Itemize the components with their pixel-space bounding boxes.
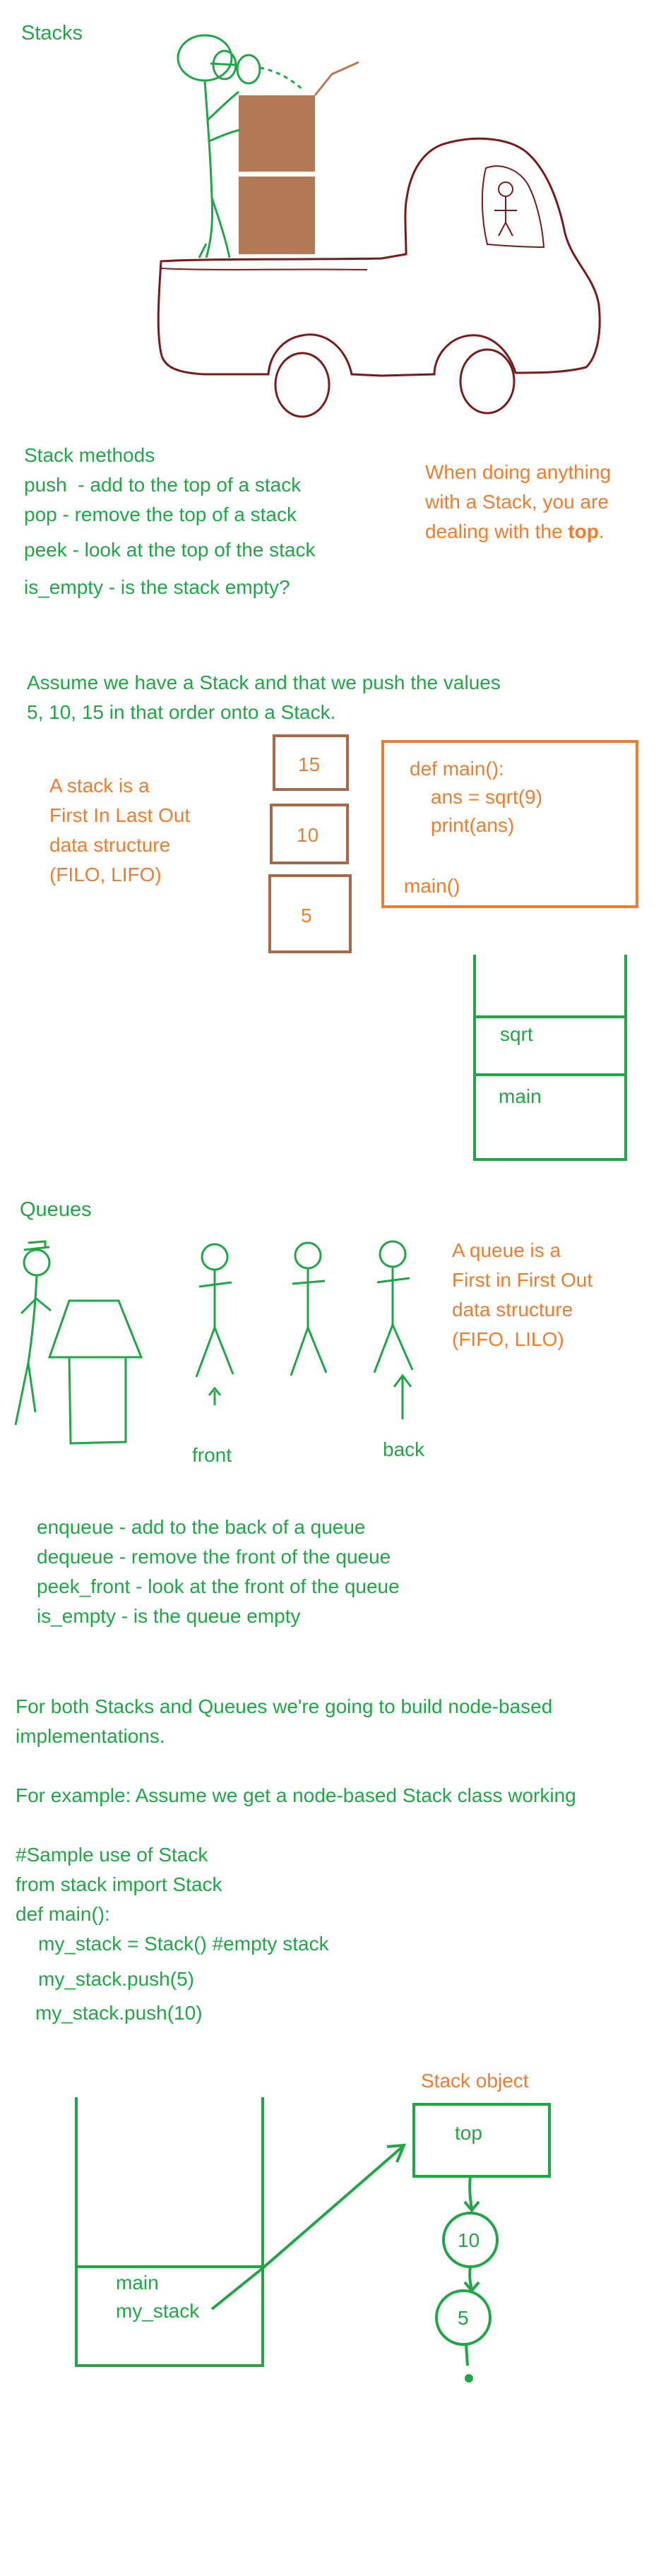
null-dot xyxy=(465,2374,473,2383)
queue-note-line4: (FIFO, LILO) xyxy=(452,1328,564,1350)
frame-my-stack-label: my_stack xyxy=(116,2300,200,2322)
front-label: front xyxy=(192,1444,232,1466)
queue-person-back xyxy=(373,1240,414,1373)
code-ans: ans = sqrt(9) xyxy=(431,786,542,808)
method-peek-front: peek_front - look at the front of the qu… xyxy=(37,1575,400,1597)
stack-object-box xyxy=(412,2103,551,2178)
method-dequeue: dequeue - remove the front of the queue xyxy=(37,1546,391,1568)
code-import: from stack import Stack xyxy=(16,1873,222,1895)
queue-drawing xyxy=(14,1240,414,1445)
truck-body xyxy=(157,137,601,377)
node-5 xyxy=(435,2289,492,2346)
top-note-line3: dealing with the top. xyxy=(425,520,605,542)
house-icon xyxy=(47,1299,143,1445)
code-push-5: my_stack.push(5) xyxy=(38,1968,194,1990)
method-peek: peek - look at the top of the stack xyxy=(24,539,316,561)
cargo-box-bottom xyxy=(239,177,315,254)
stack-box-15: 15 xyxy=(273,734,349,791)
code-def-main-2: def main(): xyxy=(16,1903,110,1925)
assume-line1: Assume we have a Stack and that we push … xyxy=(27,672,501,693)
main-frame xyxy=(75,2097,264,2367)
node-10-label: 10 xyxy=(458,2229,480,2251)
filo-line1: A stack is a xyxy=(49,775,150,797)
code-box-main: def main(): ans = sqrt(9) print(ans) mai… xyxy=(381,740,638,908)
both-line1: For both Stacks and Queues we're going t… xyxy=(16,1695,553,1717)
stacks-title: Stacks xyxy=(21,22,83,44)
code-stack-create: my_stack = Stack() #empty stack xyxy=(38,1933,329,1955)
method-queue-is-empty: is_empty - is the queue empty xyxy=(37,1605,301,1627)
filo-line4: (FILO, LIFO) xyxy=(49,864,162,886)
queue-person-middle xyxy=(290,1241,328,1376)
node-5-label: 5 xyxy=(458,2307,469,2329)
code-push-10: my_stack.push(10) xyxy=(35,2002,203,2024)
code-print: print(ans) xyxy=(431,814,515,836)
front-arrow xyxy=(208,1386,222,1405)
back-arrow xyxy=(393,1373,412,1419)
code-comment: #Sample use of Stack xyxy=(16,1844,208,1866)
back-label: back xyxy=(383,1438,425,1460)
top-emphasis: top xyxy=(568,520,599,542)
top-note-line2: with a Stack, you are xyxy=(425,491,609,513)
rear-wheel xyxy=(459,348,516,415)
top-field-label: top xyxy=(455,2122,482,2144)
stack-box-10: 10 xyxy=(270,804,349,864)
queue-note-line1: A queue is a xyxy=(452,1239,561,1261)
assume-line2: 5, 10, 15 in that order onto a Stack. xyxy=(27,701,336,723)
truck-drawing xyxy=(157,34,601,418)
both-line2: implementations. xyxy=(16,1725,165,1747)
queues-title: Queues xyxy=(20,1198,92,1221)
frame-sqrt: sqrt xyxy=(500,1023,533,1045)
reference-arrow xyxy=(210,2145,404,2310)
queue-note-line3: data structure xyxy=(452,1299,573,1320)
queue-person-front xyxy=(195,1243,234,1378)
stick-figure-loader xyxy=(177,34,305,258)
queue-note-line2: First in First Out xyxy=(452,1269,593,1291)
call-stack-frame xyxy=(473,955,627,1161)
frame-main: main xyxy=(499,1085,542,1107)
frame-main-label: main xyxy=(116,2272,159,2294)
stack-object-label: Stack object xyxy=(421,2070,529,2092)
code-call-main: main() xyxy=(404,875,460,897)
example-line: For example: Assume we get a node-based … xyxy=(16,1784,576,1806)
stack-box-5: 5 xyxy=(268,874,352,953)
filo-line2: First In Last Out xyxy=(49,804,191,826)
method-is-empty: is_empty - is the stack empty? xyxy=(24,576,290,598)
filo-line3: data structure xyxy=(49,834,171,856)
cargo-box-top xyxy=(239,95,315,172)
method-pop: pop - remove the top of a stack xyxy=(24,503,297,525)
stack-methods-heading: Stack methods xyxy=(24,444,155,466)
person-with-hat xyxy=(14,1240,52,1426)
method-push: push - add to the top of a stack xyxy=(24,474,302,496)
front-wheel xyxy=(274,352,330,418)
truck-window xyxy=(481,165,545,249)
method-enqueue: enqueue - add to the back of a queue xyxy=(37,1516,366,1538)
top-note-line1: When doing anything xyxy=(425,461,612,483)
code-def-main: def main(): xyxy=(410,758,504,780)
